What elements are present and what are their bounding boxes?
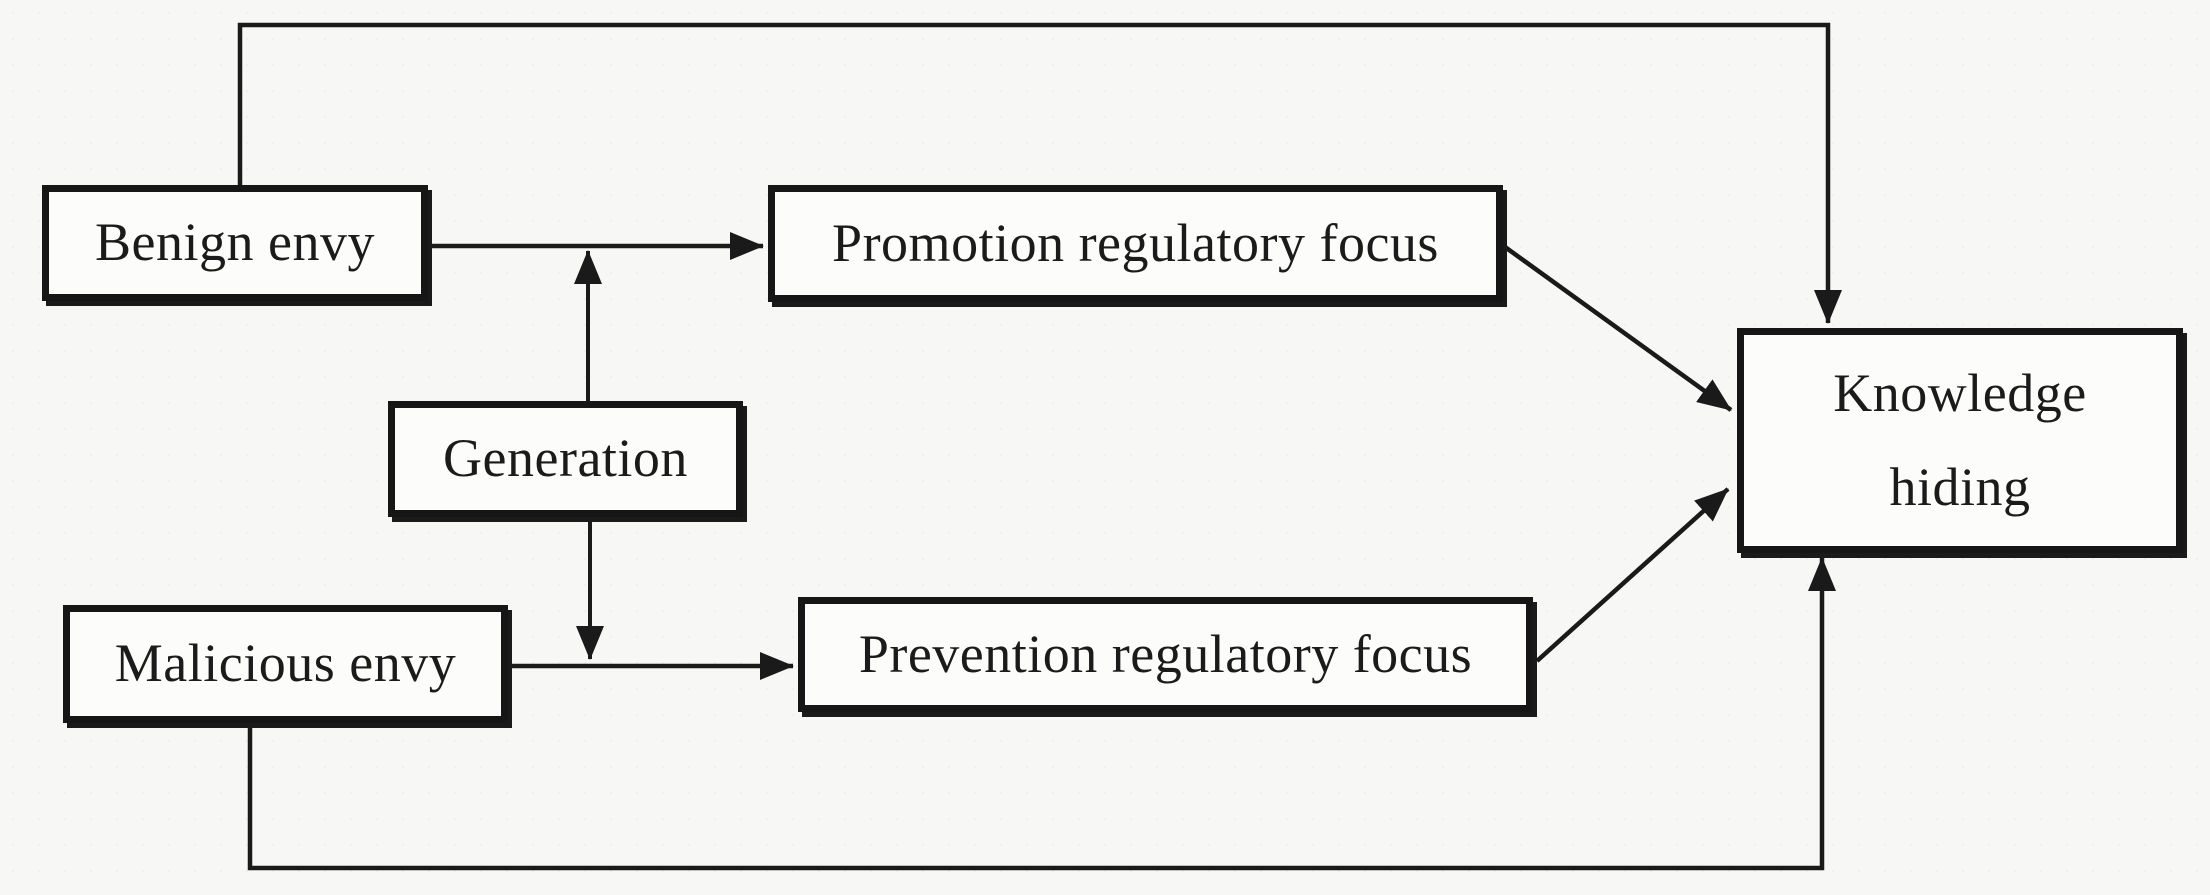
edge-promotion-focus-to-knowledge-hiding: [1503, 245, 1733, 412]
node-generation-label: Generation: [443, 428, 688, 489]
node-generation: Generation: [388, 401, 743, 517]
node-knowledge-hiding-label-line2: hiding: [1889, 456, 2031, 517]
node-malicious-envy: Malicious envy: [63, 605, 508, 723]
node-promotion-regulatory-focus-label: Promotion regulatory focus: [832, 212, 1439, 273]
node-prevention-regulatory-focus-label: Prevention regulatory focus: [858, 623, 1473, 684]
node-knowledge-hiding: Knowledge hiding: [1737, 328, 2183, 553]
node-benign-envy: Benign envy: [42, 185, 428, 301]
node-promotion-regulatory-focus: Promotion regulatory focus: [768, 185, 1503, 302]
node-knowledge-hiding-label-line1: Knowledge: [1833, 363, 2087, 424]
node-benign-envy-label: Benign envy: [95, 212, 375, 273]
edge-prevention-focus-to-knowledge-hiding: [1535, 487, 1730, 663]
node-prevention-regulatory-focus: Prevention regulatory focus: [798, 597, 1533, 712]
node-malicious-envy-label: Malicious envy: [114, 633, 457, 694]
